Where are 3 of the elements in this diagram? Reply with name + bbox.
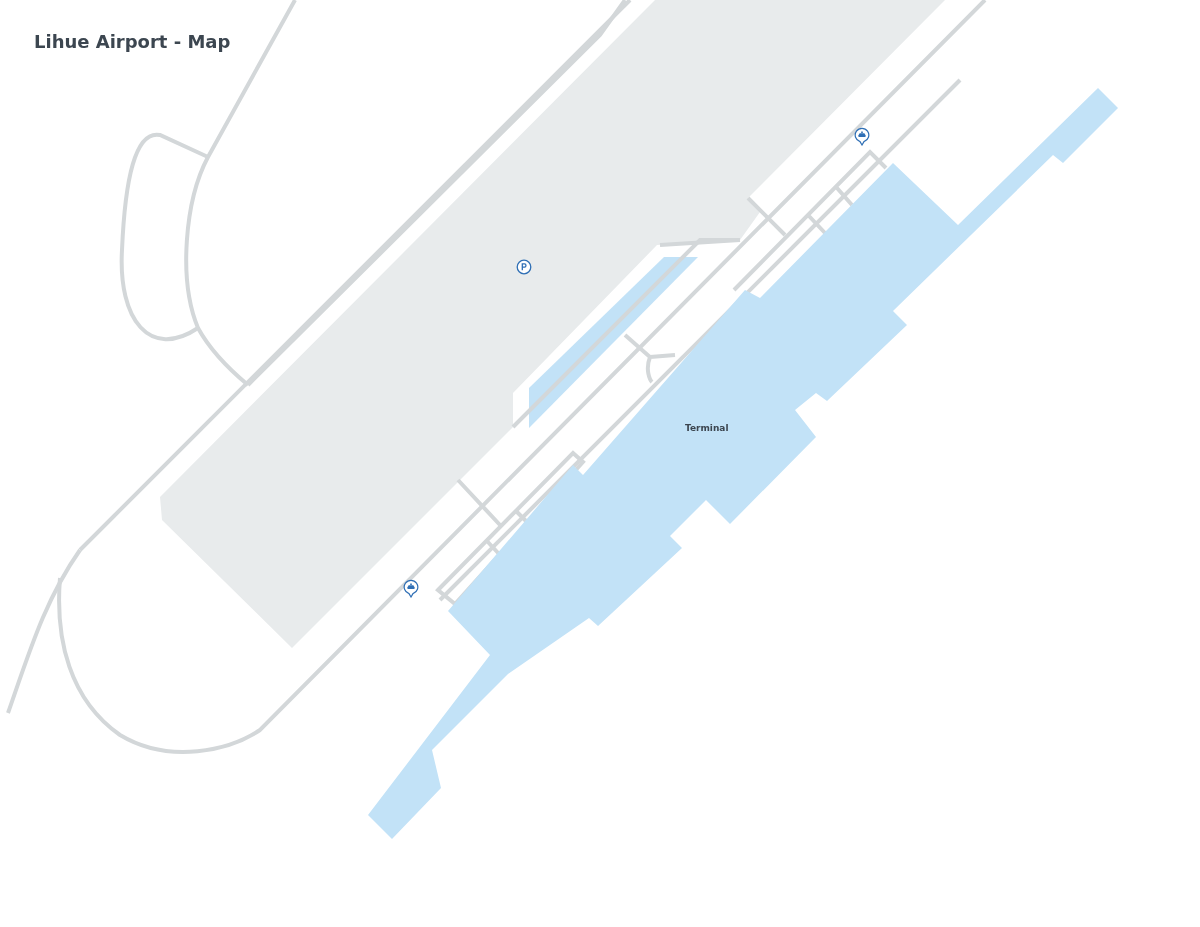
building-label: Terminal <box>685 423 729 433</box>
terminal-building <box>368 88 1118 840</box>
map-title: Lihue Airport - Map <box>34 31 231 52</box>
